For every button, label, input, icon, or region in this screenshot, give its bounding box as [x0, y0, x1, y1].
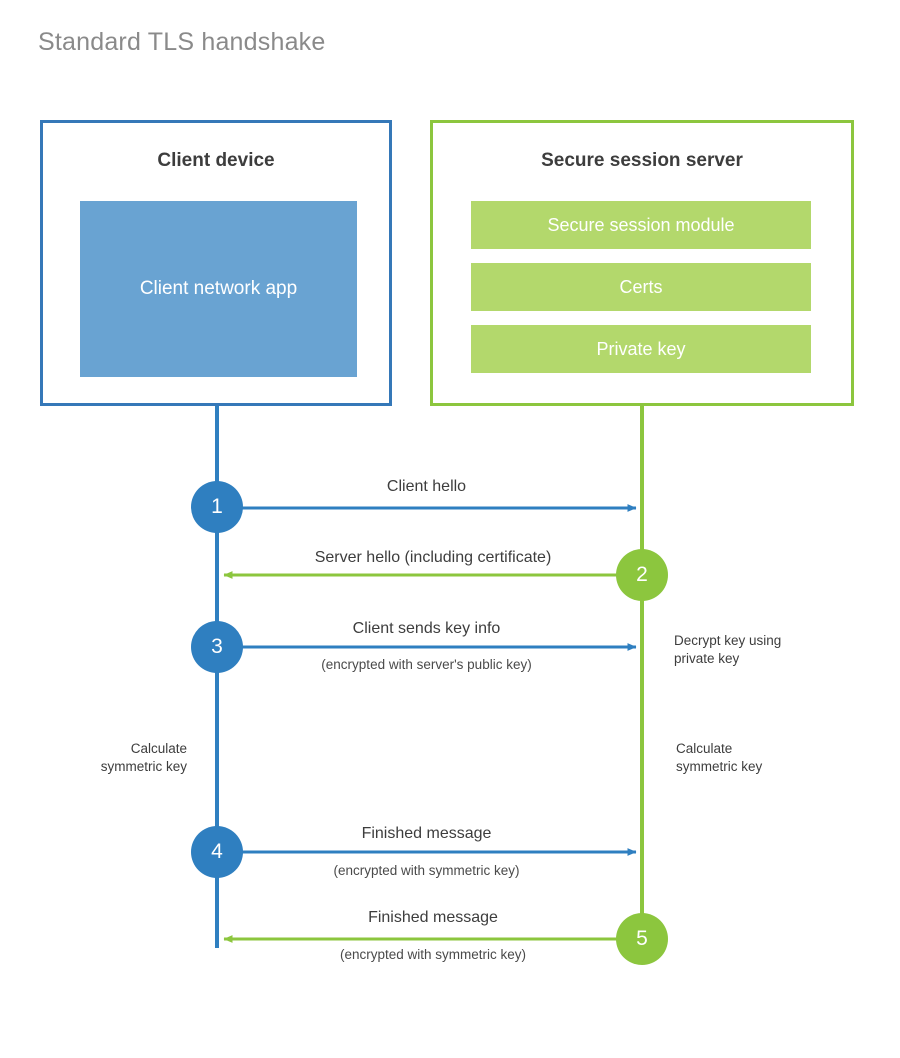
message-label-step-2: Server hello (including certificate) — [314, 549, 552, 566]
server-module-list: Secure session module Certs Private key — [471, 201, 811, 373]
page-title: Standard TLS handshake — [38, 28, 326, 56]
step-marker-5[interactable]: 5 — [616, 913, 668, 965]
secure-session-server-box: Secure session server Secure session mod… — [430, 120, 854, 406]
step-marker-3[interactable]: 3 — [191, 621, 243, 673]
message-label-step-4: Finished message — [361, 825, 492, 842]
note-client-calculate-symmetric-key-line2: symmetric key — [100, 758, 187, 774]
note-client-calculate-symmetric-key: Calculate symmetric key — [35, 740, 187, 775]
client-network-app-block: Client network app — [80, 201, 357, 377]
server-module-certs: Certs — [471, 263, 811, 311]
message-label-step-5: Finished message — [368, 909, 498, 926]
server-module-secure-session-module: Secure session module — [471, 201, 811, 249]
server-module-private-key: Private key — [471, 325, 811, 373]
note-server-decrypt-key-line1: Decrypt key using — [674, 633, 782, 648]
message-sublabel-step-5: (encrypted with symmetric key) — [339, 947, 527, 962]
step-marker-4[interactable]: 4 — [191, 826, 243, 878]
message-sublabel-step-3: (encrypted with server's public key) — [321, 657, 532, 672]
client-device-title: Client device — [157, 150, 275, 171]
note-server-calculate-symmetric-key-line2: symmetric key — [676, 758, 763, 774]
note-server-calculate-symmetric-key-line1: Calculate — [676, 741, 733, 756]
step-marker-2[interactable]: 2 — [616, 549, 668, 601]
secure-session-server-title: Secure session server — [541, 150, 743, 171]
message-sublabel-step-4: (encrypted with symmetric key) — [333, 863, 520, 878]
message-label-step-3: Client sends key info — [352, 620, 501, 637]
message-label-step-1: Client hello — [386, 478, 467, 495]
note-server-calculate-symmetric-key: Calculate symmetric key — [676, 740, 856, 775]
client-device-box: Client device Client network app — [40, 120, 392, 406]
step-marker-1[interactable]: 1 — [191, 481, 243, 533]
note-server-decrypt-key-line2: private key — [674, 650, 740, 666]
note-client-calculate-symmetric-key-line1: Calculate — [130, 741, 187, 756]
note-server-decrypt-key: Decrypt key using private key — [674, 632, 864, 667]
